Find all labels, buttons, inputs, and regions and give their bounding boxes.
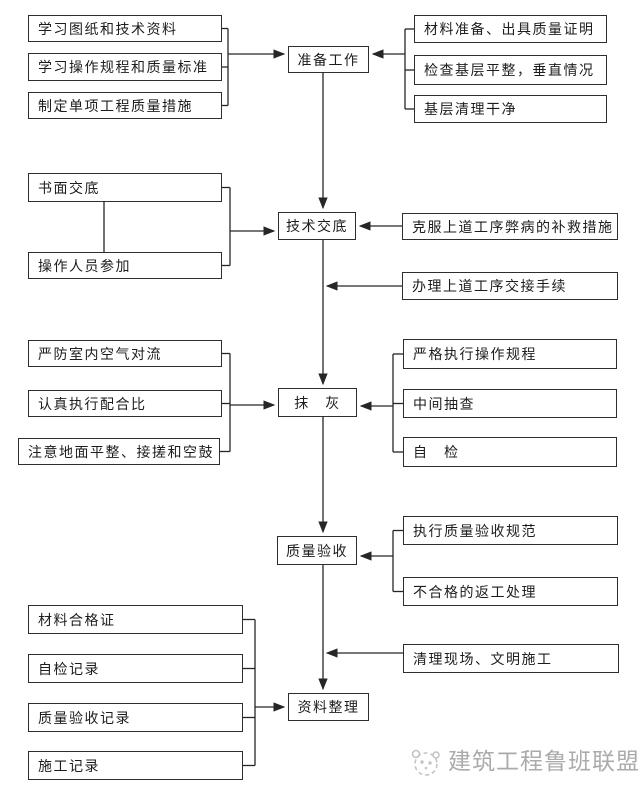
node-study-drawings: 学习图纸和技术资料 <box>28 15 222 42</box>
node-self-check-record: 自检记录 <box>28 654 243 683</box>
node-handover-procedures: 办理上道工序交接手续 <box>402 272 618 300</box>
luban-panda-logo-icon <box>411 749 440 776</box>
node-quality-measures: 制定单项工程质量措施 <box>28 92 222 119</box>
node-operators-participate: 操作人员参加 <box>28 252 222 279</box>
node-material-certificate: 材料合格证 <box>28 605 243 634</box>
watermark-text: 建筑工程鲁班联盟 <box>448 749 640 774</box>
node-acceptance-standard: 执行质量验收规范 <box>403 516 618 545</box>
stage-quality-acceptance: 质量验收 <box>277 536 357 565</box>
node-remedy-measures: 克服上道工序弊病的补救措施 <box>402 213 618 240</box>
node-interim-check: 中间抽查 <box>403 389 617 418</box>
node-operating-rules: 严格执行操作规程 <box>403 339 617 369</box>
node-study-procedures: 学习操作规程和质量标准 <box>28 53 222 81</box>
stage-data-collation: 资料整理 <box>288 693 369 721</box>
stage-plastering: 抹 灰 <box>278 388 357 417</box>
stage-technical-disclosure: 技术交底 <box>278 212 356 240</box>
node-acceptance-record: 质量验收记录 <box>28 703 243 732</box>
node-prevent-air-convection: 严防室内空气对流 <box>28 340 222 367</box>
watermark: 建筑工程鲁班联盟 <box>408 746 640 778</box>
node-check-base: 检查基层平整，垂直情况 <box>414 55 607 85</box>
node-material-prep: 材料准备、出具质量证明 <box>414 15 607 43</box>
node-self-check: 自 检 <box>403 437 617 467</box>
node-floor-flatness: 注意地面平整、接搓和空鼓 <box>18 438 220 465</box>
node-site-cleanup: 清理现场、文明施工 <box>403 644 619 673</box>
stage-preparation: 准备工作 <box>288 46 369 73</box>
node-rework: 不合格的返工处理 <box>403 577 618 606</box>
node-construction-record: 施工记录 <box>28 751 243 780</box>
node-written-disclosure: 书面交底 <box>28 173 222 202</box>
node-mix-ratio: 认真执行配合比 <box>28 390 222 417</box>
node-clean-base: 基层清理干净 <box>414 95 607 123</box>
